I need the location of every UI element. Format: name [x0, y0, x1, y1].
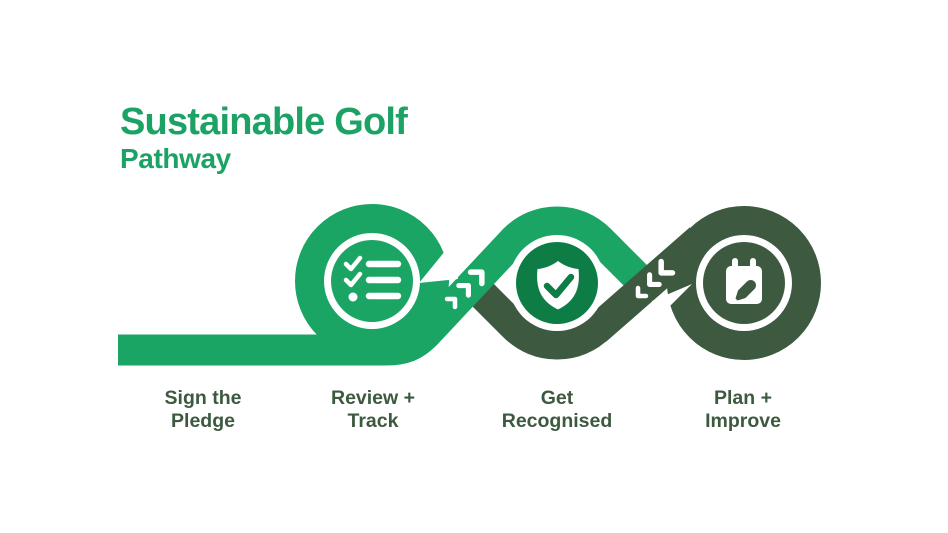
label-line: Sign the	[164, 387, 242, 409]
ribbon-dark-under-arc	[461, 273, 611, 360]
loop-plan-improve	[667, 206, 821, 360]
calendar-pencil-icon	[726, 258, 762, 304]
label-line: Pledge	[171, 410, 235, 432]
label-line: Get	[540, 387, 574, 409]
label-line: Plan +	[713, 387, 772, 409]
node-plan-improve	[696, 235, 792, 331]
chevrons-forward-icon	[444, 269, 485, 310]
shield-check-icon	[537, 261, 579, 310]
label-sign-the-pledge: Sign the Pledge	[165, 387, 242, 433]
loop-plan-improve-notch	[652, 284, 692, 316]
label-line: Recognised	[501, 410, 613, 432]
label-get-recognised: Get Recognised	[502, 387, 613, 433]
label-plan-improve: Plan + Improve	[705, 387, 781, 433]
label-line: Review +	[330, 387, 416, 409]
title-line-1: Sustainable Golf	[120, 101, 408, 143]
node-review-track	[324, 233, 420, 329]
chevrons-return-icon	[635, 258, 676, 299]
label-line: Improve	[705, 410, 781, 432]
title-line-2: Pathway	[120, 143, 231, 174]
node-get-recognised	[509, 235, 605, 331]
checklist-icon	[343, 255, 402, 302]
loop-review-track-notch	[419, 245, 458, 283]
page-title: Sustainable Golf Pathway	[120, 101, 408, 174]
label-line: Track	[347, 410, 399, 432]
label-review-track: Review + Track	[331, 387, 415, 433]
